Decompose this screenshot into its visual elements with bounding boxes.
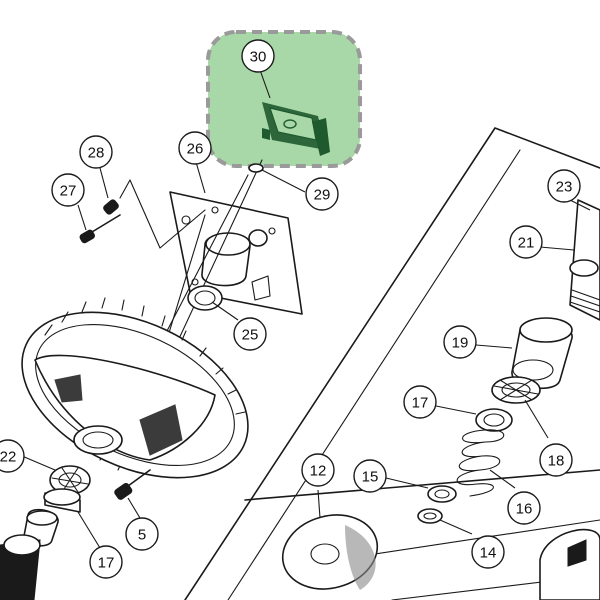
callout-27: 27: [51, 173, 85, 207]
bracket-part-30[interactable]: [262, 102, 330, 156]
callout-29: 29: [305, 177, 339, 211]
bearing-25: [187, 285, 223, 311]
column-shaft: [569, 199, 600, 321]
wheel-grip-ribs: [44, 297, 246, 415]
svg-text:21: 21: [518, 235, 535, 252]
svg-text:23: 23: [556, 179, 573, 196]
washer-15: [427, 485, 457, 503]
callout-19: 19: [443, 325, 477, 359]
callout-22: 22: [0, 439, 25, 473]
svg-text:30: 30: [250, 49, 267, 66]
washer-29: [248, 163, 264, 173]
svg-text:27: 27: [60, 183, 77, 200]
callout-15: 15: [353, 459, 387, 493]
callout-16: 16: [507, 491, 541, 525]
callout-12: 12: [301, 453, 335, 487]
svg-text:17: 17: [98, 555, 115, 572]
ring-14: [417, 508, 443, 524]
svg-text:5: 5: [138, 527, 146, 544]
screw-27: [79, 214, 121, 244]
svg-text:26: 26: [187, 141, 204, 158]
bushing-19: [511, 317, 573, 389]
disc-12: [281, 514, 379, 590]
washer-17-right: [475, 408, 513, 432]
svg-text:16: 16: [516, 501, 533, 518]
hub-22: [49, 465, 91, 495]
callout-17-right: 17: [403, 385, 437, 419]
screw-28: [103, 179, 206, 249]
callout-26: 26: [178, 131, 212, 165]
steering-wheel: [21, 297, 249, 479]
svg-text:25: 25: [242, 327, 259, 344]
shaft-lower-left: [0, 508, 59, 600]
bearing-18: [491, 376, 541, 404]
callout-18: 18: [539, 443, 573, 477]
callout-28: 28: [79, 135, 113, 169]
frame-lines: [184, 127, 600, 600]
callout-5: 5: [125, 517, 159, 551]
svg-text:19: 19: [452, 335, 469, 352]
svg-text:22: 22: [0, 449, 16, 466]
svg-text:17: 17: [412, 395, 429, 412]
svg-text:14: 14: [480, 545, 497, 562]
svg-text:28: 28: [88, 145, 105, 162]
callout-17-lower: 17: [89, 545, 123, 579]
bolt-5: [114, 469, 151, 500]
svg-text:18: 18: [548, 453, 565, 470]
nut-17-lower: [43, 488, 81, 513]
callout-25: 25: [233, 317, 267, 351]
svg-text:29: 29: [314, 187, 331, 204]
callout-23: 23: [547, 169, 581, 203]
spring-16: [456, 429, 505, 497]
svg-text:12: 12: [310, 463, 327, 480]
svg-text:15: 15: [362, 469, 379, 486]
column-lower-right: [539, 528, 600, 600]
callout-leaders: [21, 69, 591, 549]
callout-30: 30: [241, 39, 275, 73]
callout-21: 21: [509, 225, 543, 259]
callout-14: 14: [471, 535, 505, 569]
highlight-region-part-30[interactable]: [206, 30, 362, 168]
